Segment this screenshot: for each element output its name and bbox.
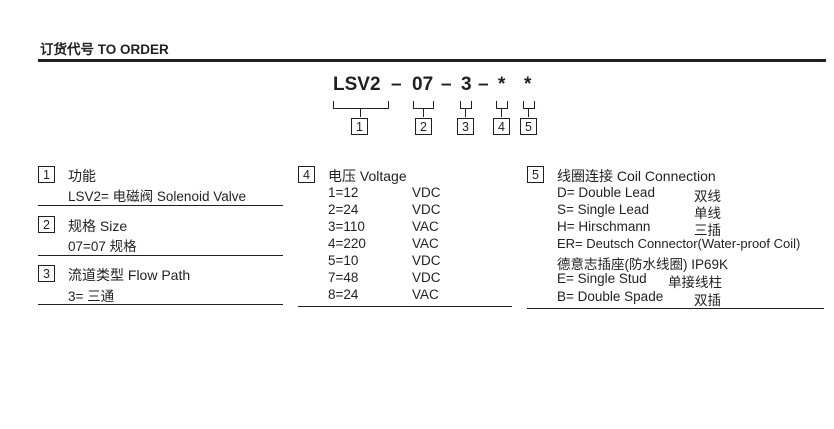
voltage-code: 2=24 (328, 202, 359, 217)
voltage-code: 3=110 (328, 219, 365, 234)
code-dash: – (391, 74, 402, 95)
marker-box-4: 4 (493, 118, 510, 135)
section-divider (38, 255, 283, 256)
coil-option: H= Hirschmann (557, 219, 651, 234)
code-dash: – (441, 74, 452, 95)
section-number: 5 (527, 166, 544, 183)
section-divider (527, 308, 824, 309)
voltage-code: 1=12 (328, 185, 359, 200)
section-title: 电压 Voltage (328, 168, 407, 184)
section-number: 4 (298, 166, 315, 183)
bracket-1 (333, 101, 389, 109)
section-divider (38, 304, 283, 305)
marker-box-1: 1 (351, 118, 368, 135)
marker-box-2: 2 (415, 118, 432, 135)
voltage-code: 4=220 (328, 236, 366, 251)
coil-option: E= Single Stud (557, 271, 647, 286)
voltage-code: 7=48 (328, 270, 359, 285)
coil-option: 德意志插座(防水线圈) IP69K (557, 257, 729, 272)
bracket-3 (460, 101, 472, 109)
bracket-stem (501, 109, 502, 117)
coil-option-cn: 双线 (694, 189, 721, 204)
section-divider (298, 306, 512, 307)
marker-box-3: 3 (457, 118, 474, 135)
section-number: 2 (38, 216, 55, 233)
bracket-stem (423, 109, 424, 117)
bracket-4 (496, 101, 508, 109)
coil-option-cn: 单接线柱 (668, 275, 722, 290)
section-line: 07=07 规格 (68, 239, 137, 254)
bracket-stem (465, 109, 466, 117)
coil-option: ER= Deutsch Connector(Water-proof Coil) (557, 236, 801, 251)
coil-option: B= Double Spade (557, 289, 664, 304)
coil-option-cn: 三插 (694, 223, 721, 238)
bracket-stem (528, 109, 529, 117)
coil-option-cn: 双插 (694, 293, 721, 308)
voltage-code: 5=10 (328, 253, 359, 268)
voltage-unit: VDC (412, 185, 441, 200)
code-voltage: * (498, 74, 506, 95)
section-title: 功能 (68, 168, 96, 184)
voltage-unit: VDC (412, 270, 441, 285)
code-series: LSV2 (333, 74, 381, 95)
coil-option: D= Double Lead (557, 185, 655, 200)
voltage-unit: VDC (412, 202, 441, 217)
section-number: 1 (38, 166, 55, 183)
section-title: 规格 Size (68, 218, 128, 234)
section-title: 流道类型 Flow Path (68, 267, 191, 283)
coil-option-cn: 单线 (694, 206, 721, 221)
section-title: 线圈连接 Coil Connection (557, 168, 716, 184)
voltage-unit: VAC (412, 236, 439, 251)
section-line: 3= 三通 (68, 289, 115, 304)
title-rule (38, 59, 826, 62)
voltage-unit: VAC (412, 287, 439, 302)
bracket-2 (413, 101, 434, 109)
marker-box-5: 5 (520, 118, 537, 135)
bracket-5 (523, 101, 535, 109)
voltage-unit: VAC (412, 219, 439, 234)
section-line: LSV2= 电磁阀 Solenoid Valve (68, 189, 246, 204)
coil-option: S= Single Lead (557, 202, 649, 217)
page-title: 订货代号 TO ORDER (40, 42, 169, 57)
voltage-unit: VDC (412, 253, 441, 268)
bracket-stem (360, 109, 361, 117)
code-flow: 3 (461, 74, 472, 95)
code-dash: – (478, 74, 489, 95)
voltage-code: 8=24 (328, 287, 359, 302)
code-coil: * (524, 74, 532, 95)
section-divider (38, 205, 283, 206)
section-number: 3 (38, 265, 55, 282)
code-size: 07 (412, 74, 434, 95)
